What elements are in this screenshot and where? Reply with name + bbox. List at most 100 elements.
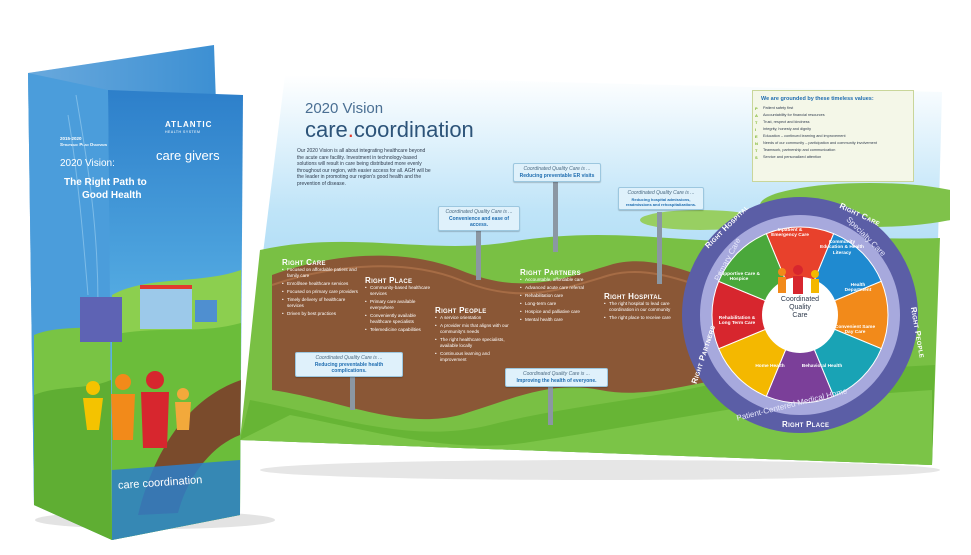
sign-everyone-bottom: Improving the health of everyone. bbox=[516, 378, 597, 384]
sign-readmissions-top: Coordinated Quality Care is ... bbox=[627, 190, 695, 196]
brochure-years: 2015-2020 bbox=[60, 136, 82, 141]
value-letter-icon: A bbox=[755, 113, 758, 118]
wheel-center-line2: Quality bbox=[789, 304, 811, 311]
value-letter-icon: I bbox=[755, 127, 757, 132]
right-people-list: A service orientation A provider mix that… bbox=[435, 315, 515, 363]
value-text: Integrity, honesty and dignity bbox=[763, 127, 812, 131]
sign-everyone: Coordinated Quality Care is ... Improvin… bbox=[505, 368, 608, 387]
sign-readmissions-bottom: Reducing hospital admissions, readmissio… bbox=[625, 197, 697, 207]
poster-intro: Our 2020 Vision is all about integrating… bbox=[297, 148, 431, 187]
list-item: Primary care available everywhere bbox=[365, 299, 437, 311]
care-wheel bbox=[682, 197, 918, 433]
building-house bbox=[195, 300, 217, 322]
wheel-center-label: Coordinated Quality Care bbox=[770, 296, 830, 320]
values-title: We are grounded by these timeless values… bbox=[761, 96, 874, 102]
list-item: Telemedicine capabilities bbox=[365, 327, 437, 333]
list-item: Focused on affordable patient and family… bbox=[282, 267, 362, 279]
right-care-list: Focused on affordable patient and family… bbox=[282, 267, 362, 317]
value-letter-icon: E bbox=[755, 134, 758, 139]
section-right-hospital: Right Hospital The right hospital to lea… bbox=[604, 292, 679, 323]
brochure-tagline: care givers bbox=[156, 148, 220, 163]
right-partners-heading: Right Partners bbox=[520, 268, 581, 277]
right-hospital-heading: Right Hospital bbox=[604, 292, 662, 301]
brochure-panels bbox=[28, 45, 243, 540]
list-item: Driven by best practices bbox=[282, 311, 362, 317]
building-purple bbox=[80, 297, 122, 342]
brochure-logo-text: ATLANTIC bbox=[165, 120, 213, 129]
wheel-label-same-day: Convenient Same Day Care bbox=[834, 325, 876, 336]
list-item: The right place to receive care bbox=[604, 315, 679, 321]
sign-complications-bottom: Reducing preventable health complication… bbox=[314, 362, 384, 374]
list-item: Conveniently available healthcare specia… bbox=[365, 313, 437, 325]
poster-title-care: care bbox=[305, 117, 348, 142]
value-text: Teamwork, partnership and communication bbox=[763, 148, 836, 152]
wheel-label-health-dept: Health Department bbox=[844, 283, 872, 294]
list-item: The right healthcare specialists, availa… bbox=[435, 337, 515, 349]
list-item: Long-term care bbox=[520, 301, 600, 307]
value-item: P Patient safety first bbox=[753, 105, 913, 112]
wheel-segment bbox=[711, 280, 802, 350]
value-item: S Service and personalized attention bbox=[753, 154, 913, 161]
list-item: Timely delivery of healthcare services bbox=[282, 297, 362, 309]
value-text: Trust, respect and kindness bbox=[763, 120, 810, 124]
wheel-label-supportive: Supportive Care & Hospice bbox=[718, 272, 760, 283]
list-item: Focused on primary care providers bbox=[282, 289, 362, 295]
building-hospital bbox=[140, 285, 192, 329]
wheel-label-behavioral: Behavioral Health bbox=[801, 364, 843, 369]
value-letter-icon: S bbox=[755, 155, 758, 160]
family-illustration bbox=[83, 371, 191, 448]
list-item: Mental health care bbox=[520, 317, 600, 323]
value-text: Education – continued learning and impro… bbox=[763, 134, 846, 138]
wheel-segment bbox=[765, 313, 835, 404]
brochure-logo-sub: HEALTH SYSTEM bbox=[165, 130, 201, 134]
list-item: The right hospital to lead care coordina… bbox=[604, 301, 679, 313]
list-item: A service orientation bbox=[435, 315, 515, 321]
wheel-label-community: Community Education & Health Literacy bbox=[820, 240, 864, 256]
sign-access: Coordinated Quality Care is ... Convenie… bbox=[438, 206, 520, 231]
brochure-plan: Strategic Plan Overview bbox=[60, 142, 108, 147]
wheel-center-line1: Coordinated bbox=[780, 296, 820, 303]
list-item: Continuous learning and improvement bbox=[435, 351, 515, 363]
sign-everyone-top: Coordinated Quality Care is ... bbox=[523, 371, 590, 377]
poster-title-dot: . bbox=[347, 117, 354, 142]
value-letter-icon: P bbox=[755, 106, 758, 111]
list-item: A provider mix that aligns with our comm… bbox=[435, 323, 515, 335]
value-letter-icon: T bbox=[755, 120, 758, 125]
value-item: I Integrity, honesty and dignity bbox=[753, 126, 913, 133]
wheel-label-home-health: Home Health bbox=[755, 364, 785, 369]
section-right-people: Right People A service orientationA prov… bbox=[435, 306, 515, 365]
value-item: T Trust, respect and kindness bbox=[753, 119, 913, 126]
sign-er-visits-top: Coordinated Quality Care is ... bbox=[523, 166, 591, 172]
sign-complications: Coordinated Quality Care is ... Reducing… bbox=[295, 352, 403, 377]
list-item: Accountable, affordable care bbox=[520, 277, 600, 283]
right-hospital-list: The right hospital to lead care coordina… bbox=[604, 301, 679, 321]
value-item: A Accountability for financial resources bbox=[753, 112, 913, 119]
wheel-label-inpatient: Inpatient & Emergency Care bbox=[771, 228, 809, 239]
value-text: Service and personalized attention bbox=[763, 155, 822, 159]
outer-right-place: Right Place bbox=[782, 420, 830, 429]
list-item: Advanced acute care referral bbox=[520, 285, 600, 291]
value-text: Accountability for financial resources bbox=[763, 113, 825, 117]
sign-access-top: Coordinated Quality Care is ... bbox=[445, 209, 513, 215]
list-item: Community-based healthcare services bbox=[365, 285, 437, 297]
section-right-care: Right Care Focused on affordable patient… bbox=[282, 258, 362, 319]
list-item: Rehabilitation care bbox=[520, 293, 600, 299]
value-text: Patient safety first bbox=[763, 106, 794, 110]
right-care-heading: Right Care bbox=[282, 258, 326, 267]
wheel-center-line3: Care bbox=[792, 312, 808, 319]
right-place-heading: Right Place bbox=[365, 276, 413, 285]
right-place-list: Community-based healthcare servicesPrima… bbox=[365, 285, 437, 333]
section-right-partners: Right Partners Accountable, affordable c… bbox=[520, 268, 600, 325]
list-item: Hospice and palliative care bbox=[520, 309, 600, 315]
sign-access-bottom: Convenience and ease of access. bbox=[448, 216, 510, 228]
values-box: We are grounded by these timeless values… bbox=[752, 90, 914, 182]
wheel-segment bbox=[798, 280, 889, 350]
brochure-vision: 2020 Vision: bbox=[60, 158, 115, 169]
poster-title-coordination: coordination bbox=[353, 117, 474, 142]
wheel-label-rehab: Rehabilitation & Long Term Care bbox=[718, 316, 756, 327]
value-text: Needs of our community – participation a… bbox=[763, 141, 877, 145]
